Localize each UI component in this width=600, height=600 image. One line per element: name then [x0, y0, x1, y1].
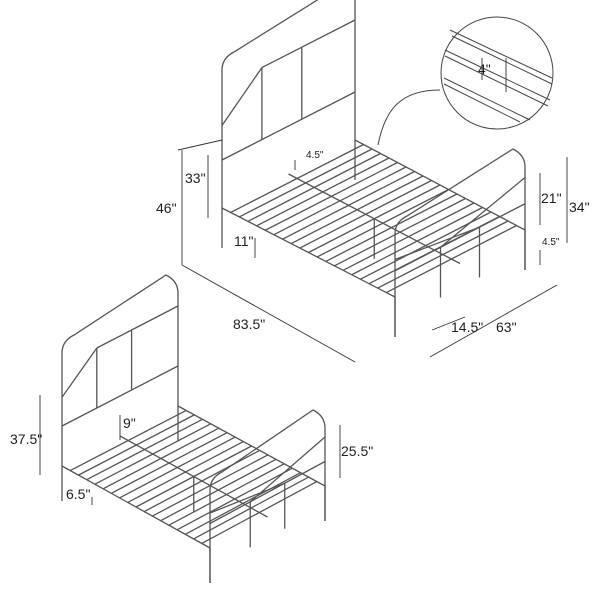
- length-label: 83.5": [233, 316, 266, 332]
- headboard-rail-gap-label: 4.5": [306, 150, 324, 161]
- bottom-bed-slat: [102, 427, 220, 490]
- top-bed-slat: [377, 220, 509, 289]
- bottom-bed-slat: [78, 414, 195, 476]
- bottom-bed-slat: [111, 432, 228, 494]
- bottom-bed-headboard-rail: [61, 365, 179, 427]
- bottom-bed-slat: [119, 436, 236, 499]
- top-bed-slat: [325, 193, 458, 262]
- top-bed-slat: [290, 175, 424, 245]
- slat-detail-inset: [377, 16, 554, 146]
- leg-offset-label: 14.5": [451, 319, 484, 335]
- top-bed-slat: [316, 188, 449, 258]
- bottom-bed-slat: [143, 449, 260, 513]
- top-bed-headboard-top: [221, 0, 356, 71]
- top-bed-slat: [334, 197, 466, 267]
- top-bed-slat: [351, 206, 483, 276]
- bottom-bed-headboard-brace: [61, 347, 98, 398]
- top-bed-footboard-brace: [394, 226, 480, 261]
- bottom-bed-headboard-brace: [96, 329, 132, 349]
- bottom-bed-slat: [69, 409, 187, 472]
- bottom-bed-slat: [176, 467, 293, 531]
- width-label: 63": [496, 319, 517, 335]
- footboard-height-label: 34": [569, 199, 590, 215]
- clearance-label: 11": [234, 233, 254, 249]
- bottom-headboard-height-label: 37.5": [10, 431, 43, 447]
- bottom-bed-headboard-top: [61, 274, 179, 354]
- bottom-bed-slat: [160, 458, 277, 522]
- bottom-clearance-label: 6.5": [66, 486, 91, 502]
- headboard-above-rail-label: 33": [185, 170, 206, 186]
- top-bed-slat: [386, 224, 517, 294]
- headboard-height-label: 46": [156, 200, 177, 216]
- bottom-bed-footboard-rail: [209, 460, 326, 525]
- top-bed-slat: [230, 143, 364, 214]
- bottom-bed-slat: [168, 463, 285, 526]
- top-bed-headboard-rail: [221, 91, 356, 161]
- dimension-lines: [39, 139, 568, 505]
- top-bed-slat: [239, 148, 373, 218]
- footboard-rail-gap-label: 4.5": [542, 237, 560, 248]
- top-bed-footboard-rail: [394, 203, 526, 272]
- footboard-above-rail-label: 21": [541, 190, 562, 206]
- top-bed-headboard-brace: [221, 67, 263, 126]
- inset-slat-gap-label: 4": [478, 61, 491, 77]
- top-bed-headboard-brace: [261, 46, 303, 69]
- bottom-bed-footboard-brace: [209, 482, 285, 514]
- top-bed-slat: [247, 152, 381, 222]
- top-bed-footboard-brace: [440, 176, 526, 248]
- top-bed-headboard-brace: [301, 19, 356, 48]
- top-bed-slat: [264, 161, 398, 231]
- top-bed-slat: [256, 157, 390, 227]
- bottom-bed-slat: [94, 423, 211, 485]
- bottom-bed-slat: [193, 476, 309, 540]
- top-bed-slat: [342, 202, 475, 271]
- bottom-bed-slat: [201, 480, 318, 545]
- bottom-bed-headboard-brace: [131, 305, 179, 331]
- bottom-footboard-height-label: 25.5": [341, 443, 374, 459]
- bottom-bed-footboard-brace: [249, 436, 326, 503]
- top-bed-slat: [299, 179, 432, 249]
- top-bed-slat: [282, 170, 415, 240]
- top-bed-slat: [273, 166, 407, 236]
- top-bed-footboard-top: [394, 148, 526, 235]
- bottom-bed-slat: [185, 472, 301, 535]
- bottom-bed-slat: [86, 418, 203, 481]
- bottom-bed-slat: [127, 440, 244, 504]
- bottom-headboard-rail-gap-label: 9": [123, 415, 136, 431]
- bottom-bed-footboard-top: [209, 409, 326, 491]
